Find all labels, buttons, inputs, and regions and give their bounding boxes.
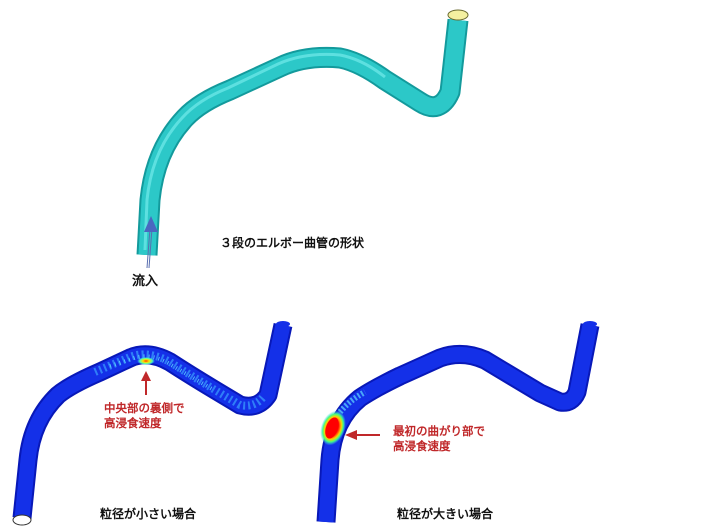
bottom-right-pipe: [316, 321, 600, 523]
annotation-line-1: 最初の曲がり部で: [393, 424, 485, 438]
inlet-label: 流入: [132, 274, 159, 289]
inflow-arrow-icon: [144, 216, 158, 269]
large-particle-annotation: 最初の曲がり部で 高浸食速度: [393, 424, 485, 454]
annotation-line-1: 中央部の裏側で: [104, 401, 185, 415]
inlet-cap: [12, 514, 32, 526]
top-pipe: [136, 9, 469, 256]
annotation-line-2: 高浸食速度: [104, 416, 162, 430]
arrow-left-icon: [345, 430, 380, 440]
outlet-cap: [447, 9, 469, 21]
large-particle-caption: 粒径が大きい場合: [397, 507, 494, 521]
figure-title: ３段のエルボー曲管の形状: [220, 236, 365, 250]
bottom-left-pipe: [12, 321, 293, 526]
small-particle-caption: 粒径が小さい場合: [100, 507, 197, 521]
arrow-up-icon: [141, 371, 151, 395]
small-particle-annotation: 中央部の裏側で 高浸食速度: [104, 401, 185, 431]
annotation-line-2: 高浸食速度: [393, 439, 451, 453]
